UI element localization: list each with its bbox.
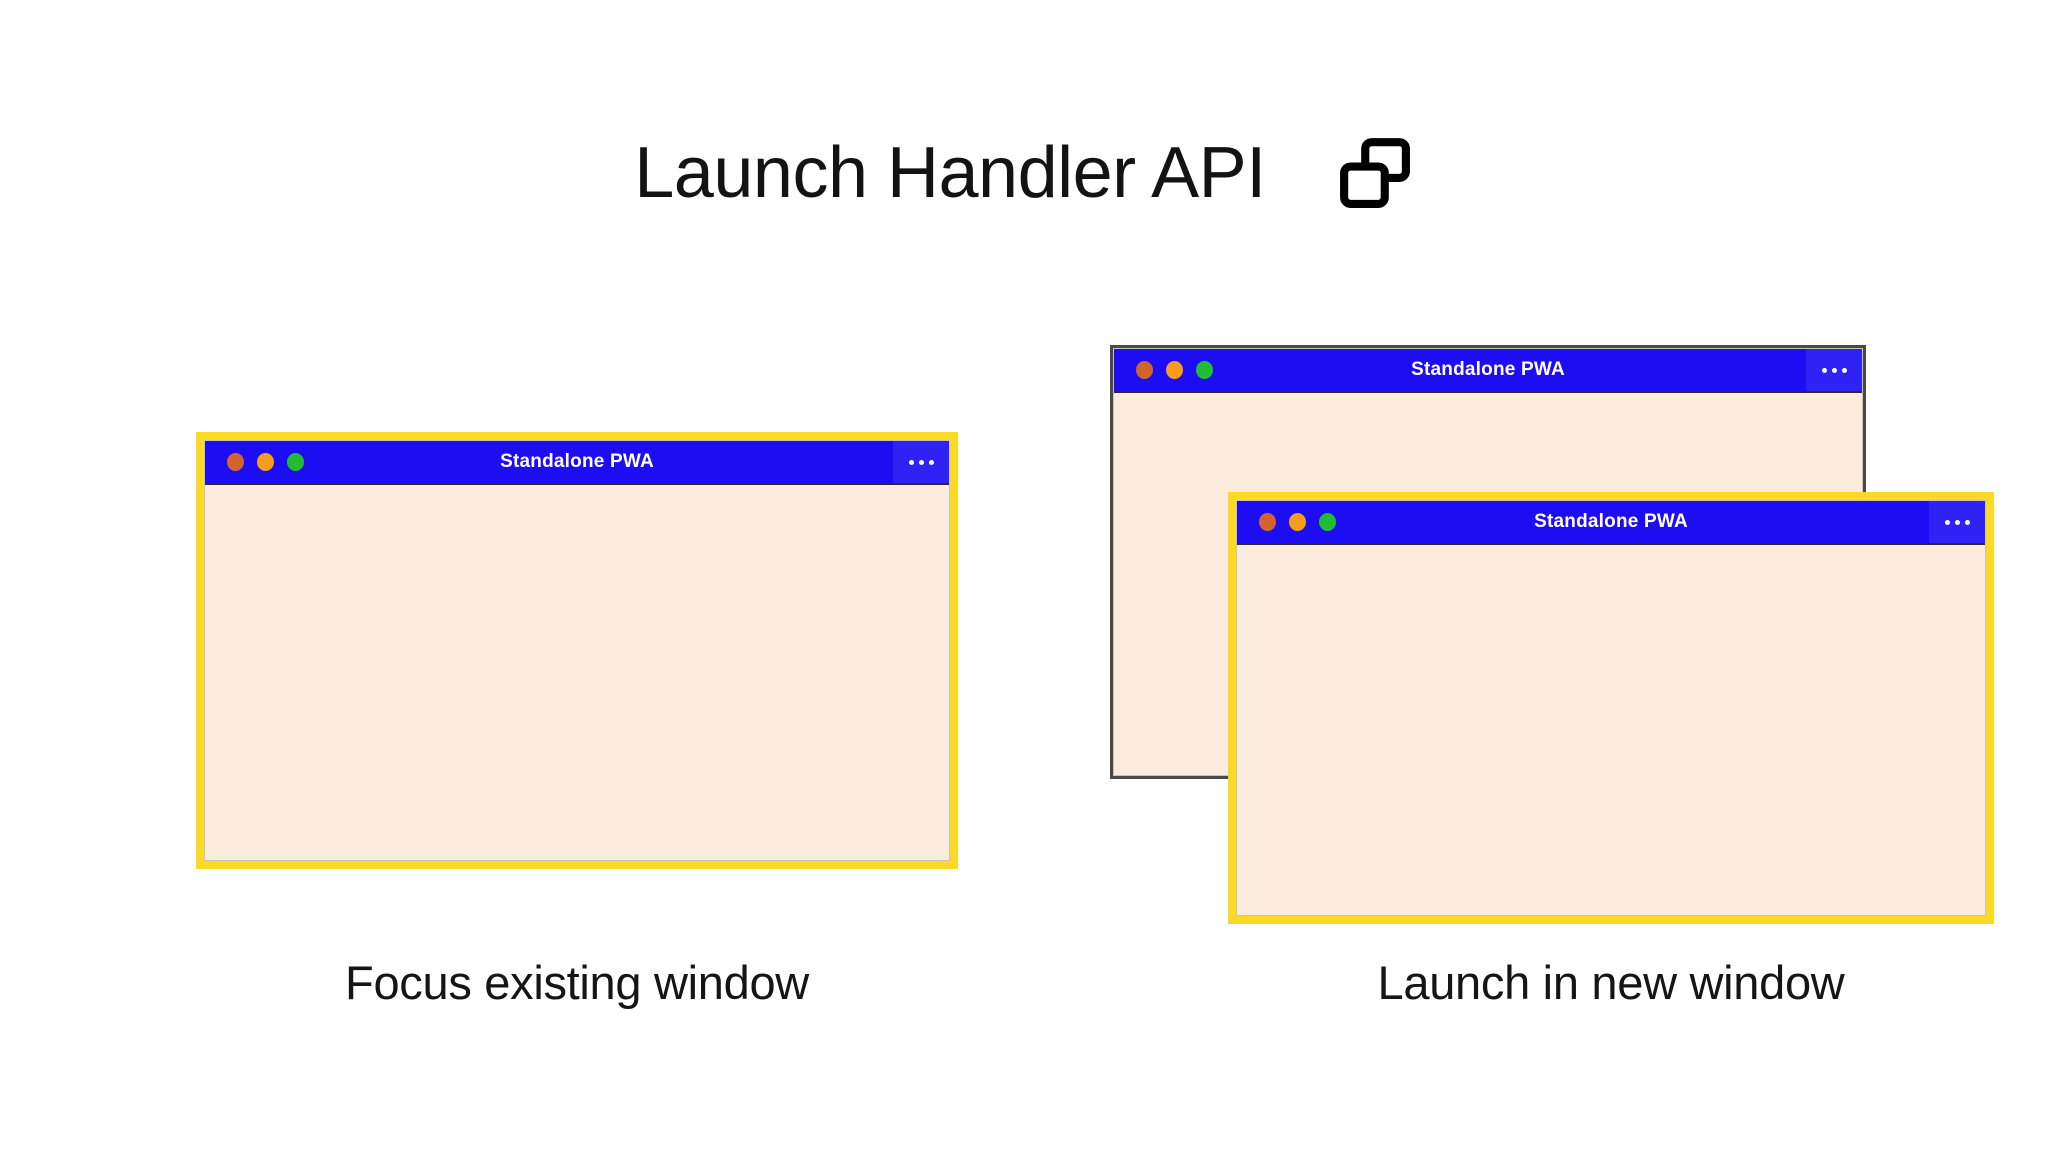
window-frame: Standalone PWA (204, 440, 950, 861)
caption-launch-in-new-window: Launch in new window (1377, 956, 1845, 1009)
window-title: Standalone PWA (1534, 511, 1688, 532)
pwa-window-new-focused[interactable]: Standalone PWA (1228, 492, 1994, 924)
maximize-dot-icon[interactable] (1319, 513, 1336, 531)
window-title: Standalone PWA (1411, 359, 1565, 380)
ellipsis-dot-3 (1964, 519, 1970, 525)
window-content-area[interactable] (205, 485, 949, 860)
ellipsis-dot-1 (1821, 367, 1827, 373)
close-dot-icon[interactable] (1136, 361, 1153, 379)
window-title: Standalone PWA (500, 451, 654, 472)
ellipsis-dot-3 (928, 459, 934, 465)
ellipsis-dot-1 (908, 459, 914, 465)
window-titlebar[interactable]: Standalone PWA (1114, 349, 1862, 393)
minimize-dot-icon[interactable] (257, 453, 274, 471)
close-dot-icon[interactable] (227, 453, 244, 471)
ellipsis-dot-3 (1841, 367, 1847, 373)
two-windows-icon (1336, 134, 1414, 212)
page-title: Launch Handler API (634, 133, 1266, 213)
ellipsis-icon[interactable] (893, 441, 949, 483)
minimize-dot-icon[interactable] (1289, 513, 1306, 531)
ellipsis-dot-2 (1831, 367, 1837, 373)
caption-focus-existing-window: Focus existing window (345, 956, 809, 1009)
window-titlebar[interactable]: Standalone PWA (205, 441, 949, 485)
window-content-area[interactable] (1237, 545, 1985, 915)
slide-header: Launch Handler API (0, 118, 2048, 228)
ellipsis-icon[interactable] (1806, 349, 1862, 391)
window-controls[interactable] (1136, 361, 1213, 379)
window-titlebar[interactable]: Standalone PWA (1237, 501, 1985, 545)
pwa-window-focused[interactable]: Standalone PWA (196, 432, 958, 869)
window-controls[interactable] (227, 453, 304, 471)
close-dot-icon[interactable] (1259, 513, 1276, 531)
maximize-dot-icon[interactable] (1196, 361, 1213, 379)
ellipsis-dot-2 (1954, 519, 1960, 525)
window-controls[interactable] (1259, 513, 1336, 531)
ellipsis-dot-1 (1944, 519, 1950, 525)
ellipsis-icon[interactable] (1929, 501, 1985, 543)
ellipsis-dot-2 (918, 459, 924, 465)
maximize-dot-icon[interactable] (287, 453, 304, 471)
window-frame: Standalone PWA (1236, 500, 1986, 916)
minimize-dot-icon[interactable] (1166, 361, 1183, 379)
